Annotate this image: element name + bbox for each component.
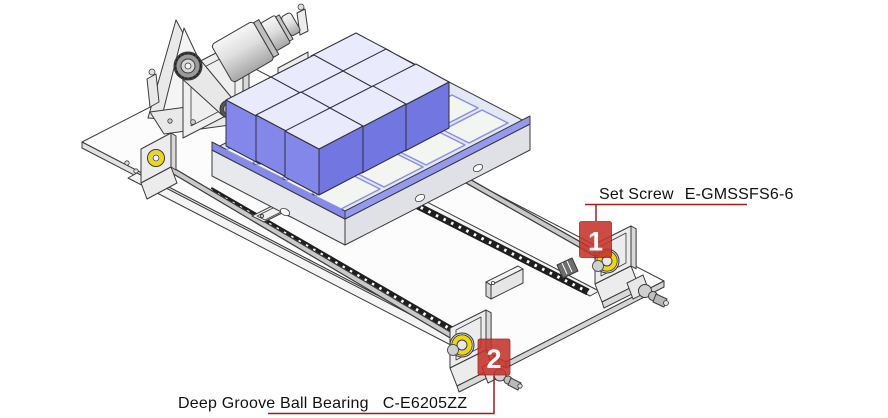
slide-table [211, 32, 531, 246]
bearing-seal-yellow [148, 150, 164, 166]
leader-line-2 [268, 376, 495, 415]
callout-2: 2 Deep Groove Ball Bearing C-E6205ZZ [178, 338, 511, 415]
callout-badge-1 [579, 221, 612, 258]
motor-body [211, 12, 301, 83]
stop-block [485, 265, 524, 300]
set-screw-shaft-end [556, 257, 579, 279]
callout-2-part-name: Deep Groove Ball Bearing [178, 395, 369, 412]
callout-2-label: Deep Groove Ball Bearing C-E6205ZZ [178, 395, 467, 412]
knurl-line [561, 262, 568, 275]
bolt-icon [133, 168, 139, 174]
blue-boxes [225, 32, 450, 196]
knurl-ring [174, 52, 202, 80]
shaft-left [158, 161, 454, 338]
skirt-hole-icon [279, 207, 291, 217]
callout-badge-1-number: 1 [588, 227, 603, 257]
pedestal [140, 166, 178, 200]
flange-bolt-icon [190, 119, 196, 125]
shaft-end [592, 260, 604, 272]
knurl-line [566, 260, 573, 273]
bearing-front-right [592, 225, 669, 309]
skirt-hole-icon [472, 163, 484, 173]
screw-icon [259, 213, 264, 218]
pallet-trim-front [344, 115, 531, 220]
callout-badge-2-number: 2 [486, 344, 501, 374]
motor-pulley [173, 51, 203, 81]
bolt-icon [297, 3, 305, 11]
box [284, 107, 364, 196]
callout-1-label: Set Screw E-GMSSFS6-6 [599, 186, 794, 203]
callout-1: 1 Set Screw E-GMSSFS6-6 [579, 186, 794, 258]
shaft-coupling [626, 274, 669, 308]
callout-2-part-number: C-E6205ZZ [383, 395, 468, 412]
rack-right-teeth [397, 194, 589, 294]
bolt-icon [124, 160, 130, 166]
end-bracket [146, 73, 160, 108]
callout-1-part-number: E-GMSSFS6-6 [685, 186, 794, 203]
hole-icon [490, 280, 495, 285]
bolt-icon [148, 68, 156, 76]
pallet-cell [442, 109, 509, 144]
callout-badge-2 [477, 338, 511, 376]
skirt-hole-icon [414, 193, 426, 203]
callout-1-part-name: Set Screw [599, 186, 674, 203]
bearing-rear-left [140, 68, 178, 200]
shaft-end [447, 344, 459, 356]
bolt-icon [167, 118, 173, 124]
